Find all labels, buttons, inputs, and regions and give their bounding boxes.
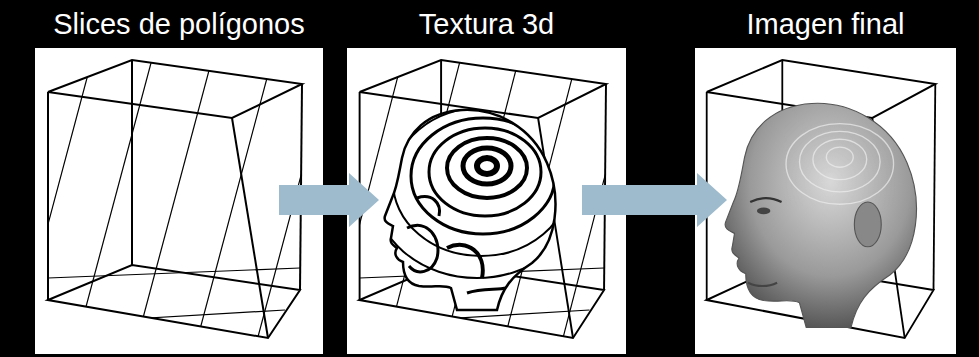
panel: Textura 3d <box>347 2 626 354</box>
panel-title: Textura 3d <box>347 6 626 42</box>
block-arrow <box>279 173 379 227</box>
panel-title: Imagen final <box>695 6 956 42</box>
panel: Imagen final <box>695 2 956 354</box>
panel-title: Slices de polígonos <box>35 6 323 42</box>
panel: Slices de polígonos <box>35 2 323 354</box>
block-arrow <box>582 173 727 227</box>
